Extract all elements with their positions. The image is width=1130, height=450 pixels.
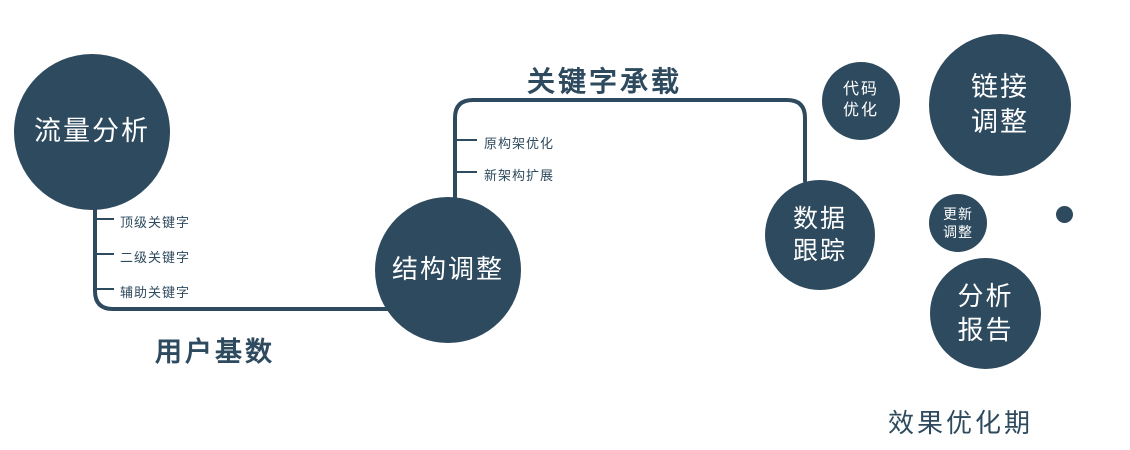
branch-label-auxiliary-keywords: 辅助关键字 — [120, 285, 191, 300]
connector-traffic-to-structure — [93, 203, 394, 311]
node-update-adjustment: 更新 调整 — [929, 194, 987, 252]
node-data-tracking: 数据 跟踪 — [765, 180, 875, 290]
connector-structure-to-datatracking — [453, 98, 807, 202]
branch-label-original-architecture-optimization: 原构架优化 — [484, 136, 555, 151]
bullet-dot — [1056, 206, 1073, 223]
node-link-adjustment-label: 链接 调整 — [971, 71, 1029, 137]
node-code-optimization-label: 代码 优化 — [842, 81, 879, 119]
branch-label-new-architecture-expansion: 新架构扩展 — [484, 168, 555, 183]
node-structure-adjustment-label: 结构调整 — [391, 254, 504, 285]
node-structure-adjustment: 结构调整 — [375, 197, 521, 343]
node-traffic-analysis: 流量分析 — [14, 54, 170, 210]
node-traffic-analysis-label: 流量分析 — [34, 116, 150, 147]
edge-label-user-base: 用户基数 — [155, 337, 275, 367]
node-link-adjustment: 链接 调整 — [929, 34, 1071, 176]
branch-label-top-keywords: 顶级关键字 — [120, 215, 191, 230]
branch-label-secondary-keywords: 二级关键字 — [120, 250, 191, 265]
node-analysis-report-label: 分析 报告 — [957, 280, 1014, 345]
node-data-tracking-label: 数据 跟踪 — [792, 204, 847, 266]
node-code-optimization: 代码 优化 — [822, 62, 900, 140]
node-analysis-report: 分析 报告 — [930, 258, 1041, 369]
edge-label-keyword-carry: 关键字承载 — [527, 66, 683, 97]
edge-label-effect-optimization-period: 效果优化期 — [888, 408, 1034, 438]
node-update-adjustment-label: 更新 调整 — [943, 205, 973, 240]
